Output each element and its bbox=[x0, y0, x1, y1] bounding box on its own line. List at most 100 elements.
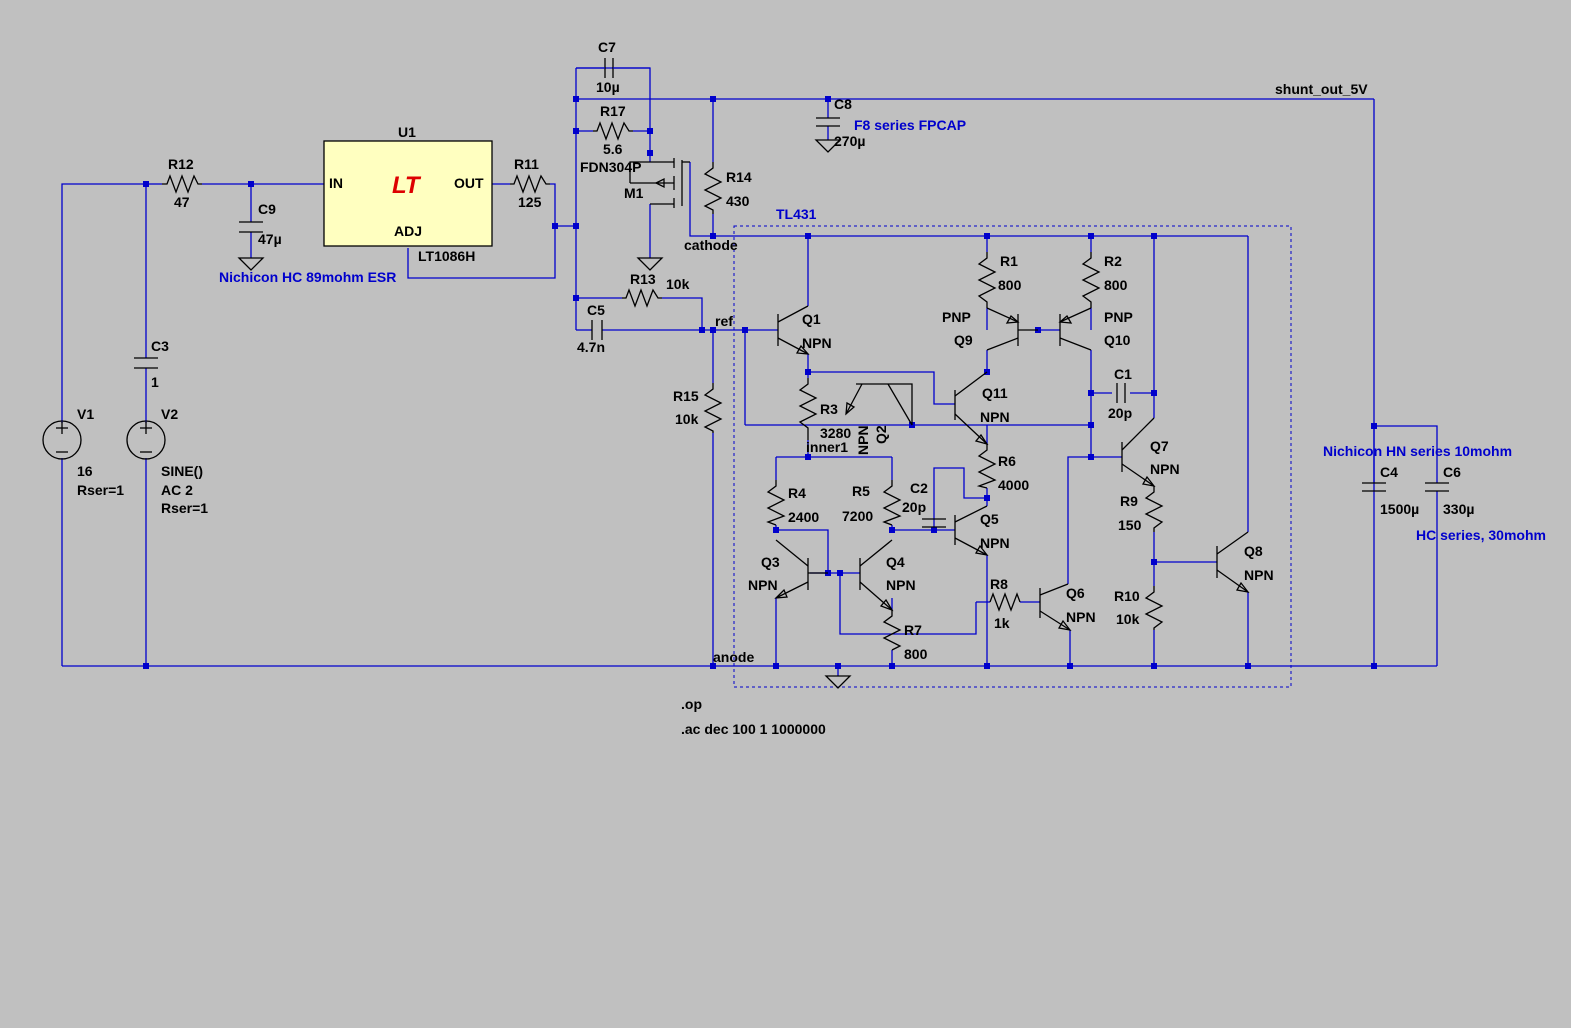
c2-symbol[interactable] bbox=[922, 518, 946, 528]
r15-symbol[interactable] bbox=[703, 383, 723, 433]
c9-value-label: 47µ bbox=[258, 231, 282, 247]
r8-value-label: 1k bbox=[994, 615, 1010, 631]
q6-transistor[interactable] bbox=[1039, 583, 1072, 631]
q1-type-label: NPN bbox=[802, 335, 832, 351]
c3-symbol[interactable] bbox=[134, 357, 158, 369]
q8-transistor[interactable] bbox=[1216, 531, 1250, 593]
c6-value-label: 330µ bbox=[1443, 501, 1474, 517]
v1-source[interactable] bbox=[42, 420, 82, 460]
u1-logo: LT bbox=[392, 172, 422, 199]
q2-transistor[interactable] bbox=[845, 383, 913, 426]
c2-ref-label: C2 bbox=[910, 480, 928, 496]
r5-symbol[interactable] bbox=[882, 480, 902, 526]
r9-value-label: 150 bbox=[1118, 517, 1142, 533]
r9-symbol[interactable] bbox=[1144, 486, 1164, 532]
c7-ref-label: C7 bbox=[598, 39, 616, 55]
q7-type-label: NPN bbox=[1150, 461, 1180, 477]
u1-regulator[interactable] bbox=[323, 140, 493, 247]
q9-type-label: PNP bbox=[942, 309, 971, 325]
q10-transistor[interactable] bbox=[1058, 307, 1092, 351]
q4-ref-label: Q4 bbox=[886, 554, 905, 570]
tl431-boundary bbox=[733, 225, 1292, 688]
r3-symbol[interactable] bbox=[798, 378, 818, 440]
r2-symbol[interactable] bbox=[1081, 252, 1101, 308]
q1-transistor[interactable] bbox=[777, 305, 810, 355]
r10-value-label: 10k bbox=[1116, 611, 1140, 627]
m1-ref-label: M1 bbox=[624, 185, 644, 201]
r5-ref-label: R5 bbox=[852, 483, 870, 499]
r6-symbol[interactable] bbox=[976, 444, 997, 489]
r5-value-label: 7200 bbox=[842, 508, 873, 524]
r13-symbol[interactable] bbox=[622, 288, 662, 308]
r7-symbol[interactable] bbox=[882, 610, 902, 651]
r14-value-label: 430 bbox=[726, 193, 750, 209]
c3-ref-label: C3 bbox=[151, 338, 169, 354]
c5-symbol[interactable] bbox=[591, 320, 603, 340]
c2-value-label: 20p bbox=[902, 499, 926, 515]
u1-adj-pin-label: ADJ bbox=[394, 223, 422, 239]
r17-ref-label: R17 bbox=[600, 103, 626, 119]
c1-symbol[interactable] bbox=[1116, 383, 1126, 403]
spice-directive-op[interactable]: .op bbox=[681, 696, 702, 712]
q7-ref-label: Q7 bbox=[1150, 438, 1169, 454]
wires bbox=[61, 67, 1438, 676]
ground-symbol-c9 bbox=[237, 257, 265, 271]
c9-note: Nichicon HC 89mohm ESR bbox=[219, 269, 396, 285]
r17-symbol[interactable] bbox=[593, 121, 633, 141]
c9-symbol[interactable] bbox=[239, 221, 263, 233]
r3-ref-label: R3 bbox=[820, 401, 838, 417]
spice-directive-ac[interactable]: .ac dec 100 1 1000000 bbox=[681, 721, 826, 737]
r6-ref-label: R6 bbox=[998, 453, 1016, 469]
v2-ac-label: AC 2 bbox=[161, 482, 193, 498]
q1-ref-label: Q1 bbox=[802, 311, 821, 327]
m1-mosfet[interactable] bbox=[629, 158, 690, 208]
c8-note: F8 series FPCAP bbox=[854, 117, 966, 133]
c8-value-label: 270µ bbox=[834, 133, 865, 149]
r15-ref-label: R15 bbox=[673, 388, 699, 404]
r11-symbol[interactable] bbox=[510, 174, 550, 194]
r12-symbol[interactable] bbox=[162, 174, 202, 194]
r2-value-label: 800 bbox=[1104, 277, 1128, 293]
c5-value-label: 4.7n bbox=[577, 339, 605, 355]
q10-type-label: PNP bbox=[1104, 309, 1133, 325]
r7-ref-label: R7 bbox=[904, 622, 922, 638]
r15-value-label: 10k bbox=[675, 411, 699, 427]
r14-symbol[interactable] bbox=[703, 162, 723, 214]
q9-transistor[interactable] bbox=[986, 307, 1038, 351]
c8-symbol[interactable] bbox=[816, 117, 840, 127]
q8-type-label: NPN bbox=[1244, 567, 1274, 583]
r1-ref-label: R1 bbox=[1000, 253, 1018, 269]
q5-transistor[interactable] bbox=[954, 505, 989, 556]
q11-ref-label: Q11 bbox=[982, 385, 1008, 401]
tl431-block-label: TL431 bbox=[776, 206, 817, 222]
q11-transistor[interactable] bbox=[954, 371, 989, 446]
c6-symbol[interactable] bbox=[1425, 482, 1449, 492]
q4-type-label: NPN bbox=[886, 577, 916, 593]
r10-symbol[interactable] bbox=[1144, 586, 1164, 630]
r12-ref-label: R12 bbox=[168, 156, 194, 172]
v1-rser-label: Rser=1 bbox=[77, 482, 124, 498]
c4-value-label: 1500µ bbox=[1380, 501, 1419, 517]
c7-symbol[interactable] bbox=[576, 58, 650, 78]
c1-ref-label: C1 bbox=[1114, 366, 1132, 382]
q2-type-label: NPN bbox=[855, 425, 871, 455]
q8-ref-label: Q8 bbox=[1244, 543, 1263, 559]
c4-symbol[interactable] bbox=[1362, 482, 1386, 492]
r6-value-label: 4000 bbox=[998, 477, 1029, 493]
v2-source[interactable] bbox=[126, 420, 166, 460]
r4-symbol[interactable] bbox=[766, 480, 786, 526]
c7-value-label: 10µ bbox=[596, 79, 620, 95]
u1-out-pin-label: OUT bbox=[454, 175, 484, 191]
r4-ref-label: R4 bbox=[788, 485, 806, 501]
r8-symbol[interactable] bbox=[989, 592, 1021, 612]
ground-symbol-anode bbox=[824, 675, 852, 689]
q4-transistor[interactable] bbox=[859, 539, 894, 612]
q3-transistor[interactable] bbox=[774, 539, 828, 599]
r11-ref-label: R11 bbox=[514, 156, 539, 172]
m1-part-label: FDN304P bbox=[580, 159, 641, 175]
r17-value-label: 5.6 bbox=[603, 141, 623, 157]
r1-symbol[interactable] bbox=[977, 252, 997, 308]
q7-transistor[interactable] bbox=[1121, 417, 1156, 487]
net-shunt-out-label: shunt_out_5V bbox=[1275, 81, 1368, 97]
